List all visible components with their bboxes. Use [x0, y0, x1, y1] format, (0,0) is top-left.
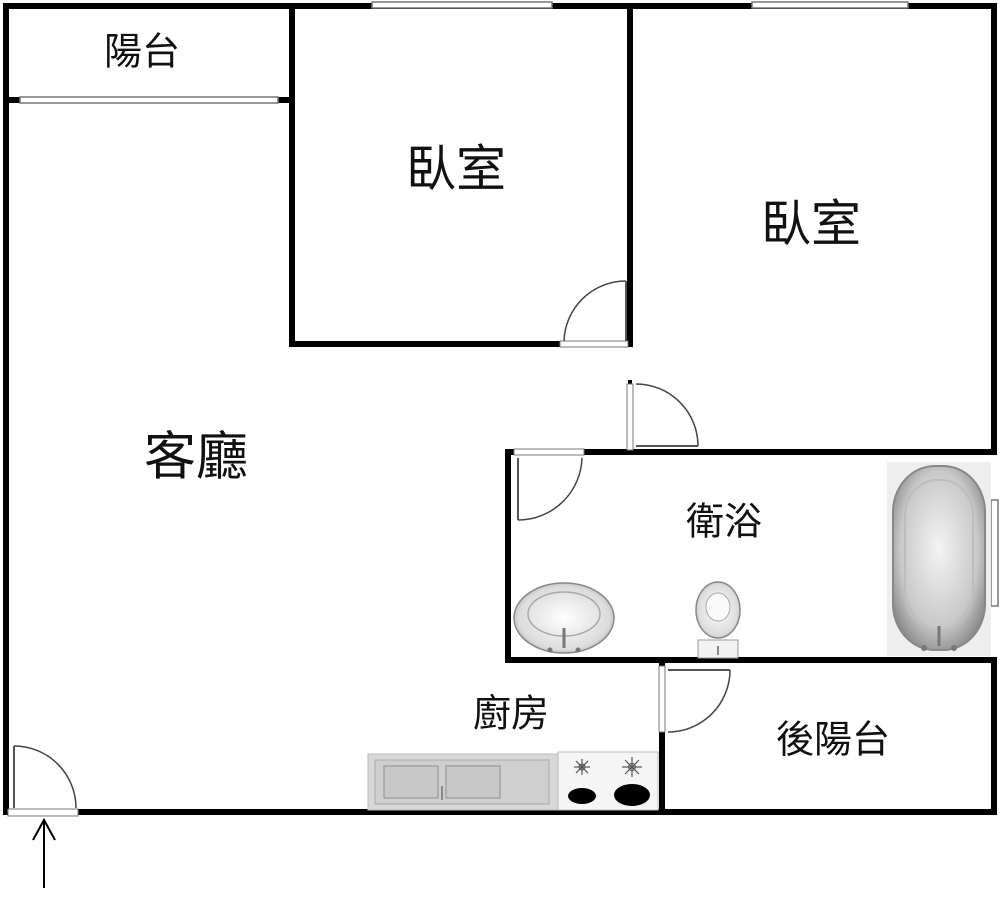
- room-label-bedroom-1: 臥室: [406, 140, 506, 198]
- room-label-living-room: 客廳: [144, 428, 248, 488]
- kitchen-counter-icon: [367, 753, 559, 811]
- sink-icon: [513, 582, 615, 654]
- window-bedroom-2: [751, 1, 909, 9]
- toilet-icon: [695, 581, 741, 659]
- room-label-balcony: 陽台: [104, 30, 180, 74]
- stove-icon: [557, 751, 659, 811]
- room-labels: 陽台 臥室 臥室 客廳 衛浴 廚房 後陽台: [104, 30, 890, 762]
- room-label-bedroom-2: 臥室: [761, 195, 861, 253]
- bathtub-icon: [887, 462, 991, 656]
- windows: [19, 1, 999, 607]
- door-swing-icon[interactable]: [7, 745, 79, 817]
- door-swing-icon[interactable]: [513, 448, 585, 521]
- bathroom-wall: [505, 449, 997, 663]
- outer-wall-bottom: [77, 657, 997, 815]
- window-balcony: [19, 96, 279, 104]
- room-label-kitchen: 廚房: [473, 692, 549, 736]
- room-label-bathroom: 衛浴: [686, 500, 762, 544]
- window-bedroom-1: [371, 1, 553, 9]
- bedroom-1-wall: [289, 3, 563, 347]
- outer-wall-top-right: [3, 3, 997, 455]
- window-bathroom: [990, 499, 999, 607]
- entrance-arrow-icon: [32, 817, 56, 888]
- doors: [7, 280, 731, 817]
- door-swing-icon[interactable]: [559, 280, 629, 348]
- door-swing-icon[interactable]: [626, 383, 699, 451]
- room-label-rear-balcony: 後陽台: [776, 718, 890, 762]
- walls: [3, 3, 997, 815]
- door-swing-icon[interactable]: [658, 665, 731, 733]
